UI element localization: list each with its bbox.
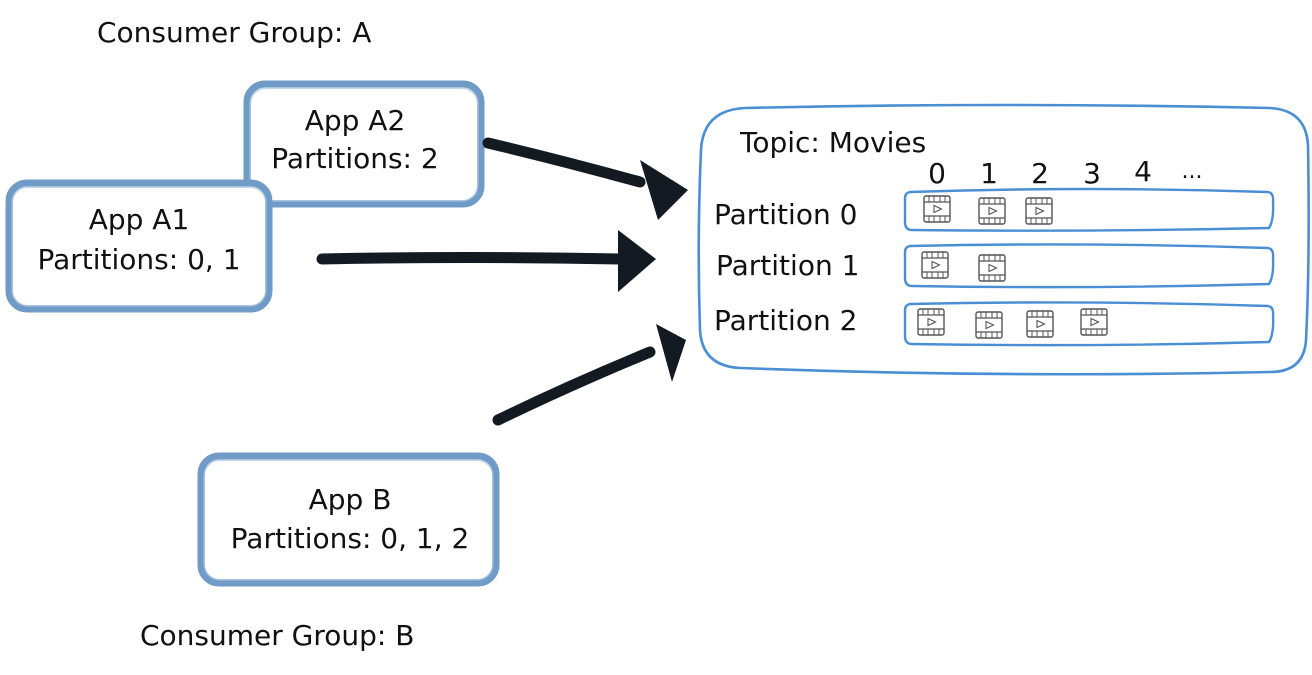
film-icon — [917, 308, 945, 336]
film-icon — [978, 197, 1006, 225]
partition-1-lane — [903, 243, 1275, 289]
partition-0-label: Partition 0 — [714, 198, 857, 231]
partition-2-lane — [903, 301, 1275, 347]
app-a2-box: App A2 Partitions: 2 — [243, 80, 485, 208]
consumer-group-a-label: Consumer Group: A — [97, 16, 371, 49]
app-a1-box: App A1 Partitions: 0, 1 — [5, 179, 273, 313]
arrow-app-a2-to-topic — [482, 137, 688, 220]
consumer-group-b-label: Consumer Group: B — [140, 619, 414, 652]
partition-0-lane — [903, 187, 1275, 232]
film-icon — [1080, 308, 1108, 336]
app-b-name: App B — [309, 483, 392, 516]
app-b-partitions: Partitions: 0, 1, 2 — [231, 522, 470, 555]
offset-header: 0 — [928, 157, 946, 190]
offset-header: 1 — [980, 157, 998, 190]
partition-2-label: Partition 2 — [714, 304, 857, 337]
topic-title: Topic: Movies — [739, 126, 926, 159]
offset-header: 4 — [1134, 155, 1152, 188]
film-icon — [921, 251, 949, 279]
app-a1-partitions: Partitions: 0, 1 — [37, 243, 240, 276]
film-icon — [1025, 197, 1053, 225]
partition-1-label: Partition 1 — [716, 249, 859, 282]
app-a1-name: App A1 — [89, 203, 190, 236]
film-icon — [978, 254, 1006, 282]
arrow-app-b-to-topic — [492, 324, 686, 426]
offset-header: ... — [1182, 159, 1203, 184]
app-b-box: App B Partitions: 0, 1, 2 — [197, 452, 500, 587]
film-icon — [1026, 310, 1054, 338]
arrow-app-a1-to-topic — [316, 230, 656, 292]
topic-movies-container: Topic: Movies 0 1 2 3 4 ... Partition 0 … — [697, 103, 1310, 376]
app-a2-name: App A2 — [305, 104, 406, 137]
offset-header: 2 — [1031, 157, 1049, 190]
film-icon — [975, 311, 1003, 339]
offset-header: 3 — [1083, 157, 1101, 190]
film-icon — [923, 195, 951, 223]
app-a2-partitions: Partitions: 2 — [271, 142, 438, 175]
